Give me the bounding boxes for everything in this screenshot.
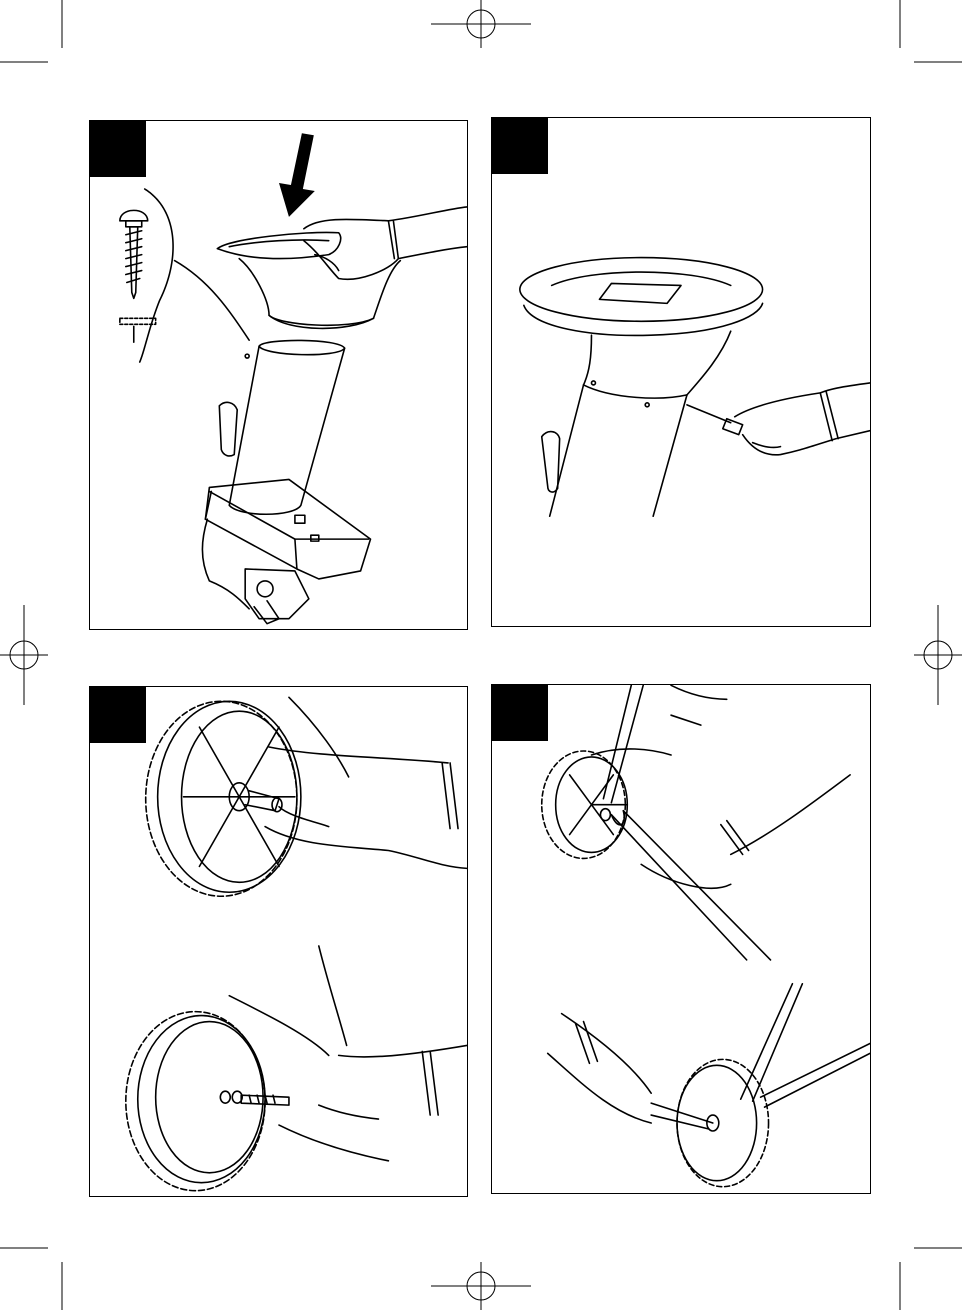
- crop-mark-icon: [0, 0, 62, 62]
- registration-mark-icon: [914, 605, 962, 705]
- hand-icon: [304, 207, 467, 279]
- step-number-badge: [492, 118, 548, 174]
- wheel-icon: [126, 1012, 265, 1191]
- wheel-frame-illustration: [492, 685, 870, 1193]
- crop-mark-icon: [900, 0, 962, 62]
- screw-icon: [120, 210, 156, 342]
- hand-icon: [735, 383, 870, 455]
- hand-icon: [548, 1014, 713, 1129]
- step-number-badge: [90, 687, 146, 743]
- registration-mark-icon: [431, 1262, 531, 1310]
- step-number-badge: [492, 685, 548, 741]
- hopper-assembly-illustration: [90, 121, 467, 629]
- step-panel-3: [89, 686, 468, 1197]
- crop-mark-icon: [0, 1248, 62, 1310]
- wheel-icon: [542, 751, 628, 858]
- step-panel-4: [491, 684, 871, 1194]
- wheel-icon: [677, 1059, 769, 1186]
- registration-mark-icon: [431, 0, 531, 48]
- screwdriver-icon: [687, 405, 743, 435]
- down-arrow-icon: [279, 133, 315, 217]
- hand-icon: [591, 685, 850, 888]
- wheel-fitting-illustration: [90, 687, 467, 1196]
- step-panel-2: [491, 117, 871, 627]
- registration-mark-icon: [0, 605, 48, 705]
- crop-mark-icon: [900, 1248, 962, 1310]
- hand-icon: [229, 946, 467, 1161]
- step-number-badge: [90, 121, 146, 177]
- hopper-screw-illustration: [492, 118, 870, 626]
- step-panel-1: [89, 120, 468, 630]
